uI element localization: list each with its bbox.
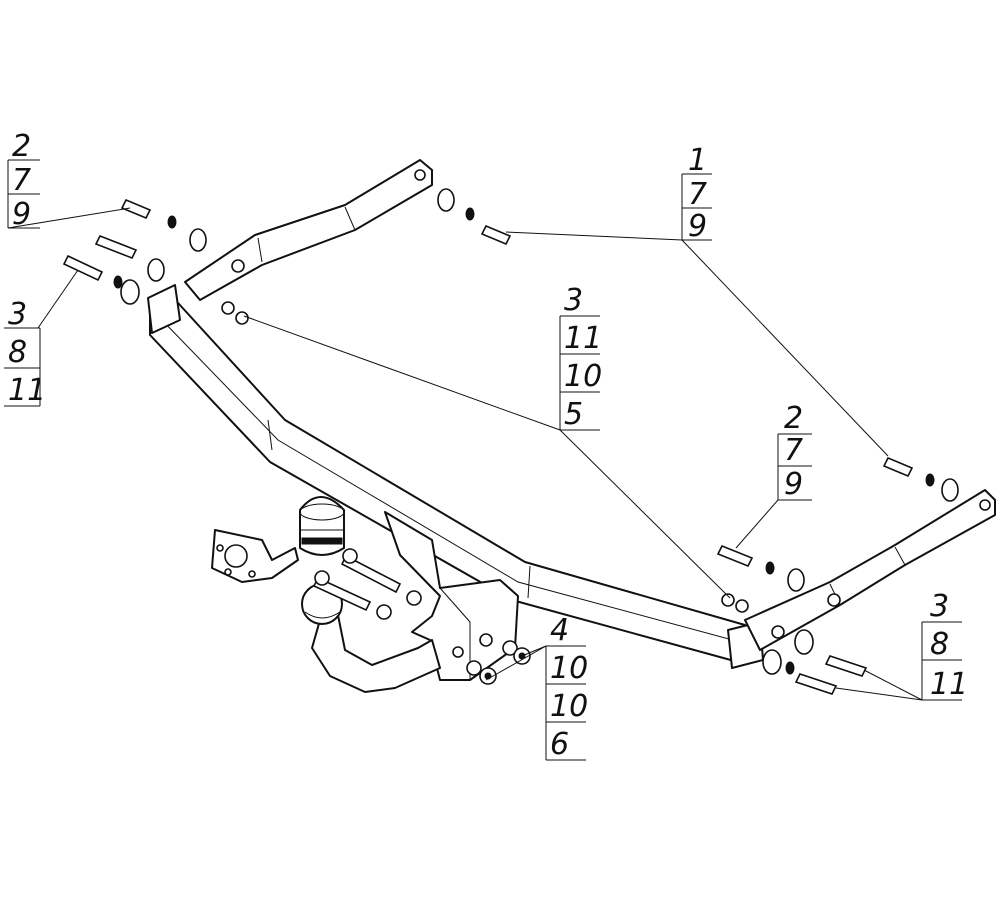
callout-right-bottom: 3 8 11 (921, 589, 968, 702)
callout-label: 2 (12, 129, 31, 164)
callout-bottom: 4 10 10 6 (545, 613, 588, 762)
right-fasteners (716, 456, 959, 695)
callout-label: 2 (784, 401, 803, 436)
callout-right-mid: 2 7 9 (777, 401, 812, 502)
callout-label: 7 (12, 163, 31, 198)
callout-label: 3 (8, 297, 27, 332)
callout-label: 1 (688, 143, 707, 178)
right-side-bracket (744, 489, 996, 651)
left-side-bracket (184, 159, 433, 301)
callout-label: 8 (930, 627, 949, 662)
ball-cap (299, 496, 345, 556)
callout-label: 11 (564, 321, 602, 356)
callout-center: 3 11 10 5 (559, 283, 602, 432)
callout-label: 10 (564, 359, 602, 394)
top-right-fasteners (437, 188, 512, 246)
callout-label: 6 (550, 727, 569, 762)
central-mount-plate (384, 511, 519, 681)
callout-label: 5 (564, 397, 583, 432)
callout-label: 11 (930, 667, 968, 702)
cross-beam (147, 284, 764, 669)
callout-label: 3 (564, 283, 583, 318)
central-bolts (312, 548, 422, 620)
callout-label: 10 (550, 689, 588, 724)
callout-label: 4 (550, 613, 569, 648)
callout-label: 9 (784, 467, 803, 502)
callout-label: 9 (688, 209, 707, 244)
callout-top-right: 1 7 9 (681, 143, 712, 244)
top-left-fasteners (62, 198, 249, 325)
leader-lines (7, 207, 923, 701)
callout-label: 11 (8, 373, 46, 408)
callout-top-left: 2 7 9 (7, 129, 40, 232)
callout-label: 9 (12, 197, 31, 232)
socket-bracket (211, 529, 299, 583)
callout-label: 10 (550, 651, 588, 686)
callout-label: 8 (8, 335, 27, 370)
callout-left: 3 8 11 (4, 297, 46, 408)
callout-label: 3 (930, 589, 949, 624)
callout-label: 7 (784, 433, 803, 468)
callout-label: 7 (688, 177, 707, 212)
